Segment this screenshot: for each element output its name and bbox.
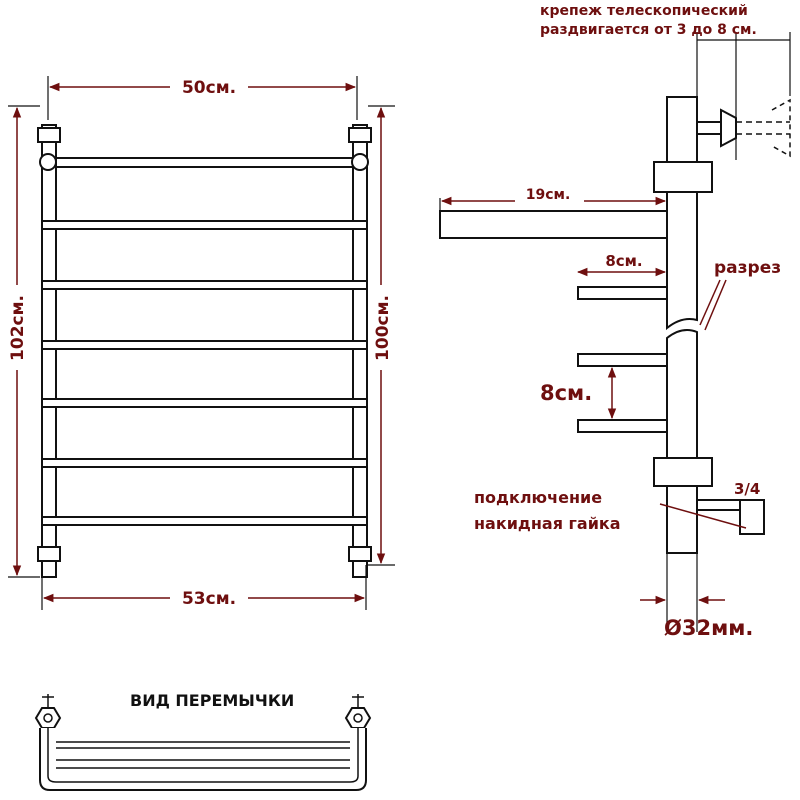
- rung: [41, 458, 368, 468]
- side-bar-8: [577, 353, 668, 367]
- rung: [41, 340, 368, 350]
- side-pipe-lower: [666, 329, 698, 554]
- mount-label-line2: раздвигается от 3 до 8 см.: [540, 22, 757, 38]
- side-bar-8: [577, 286, 668, 300]
- mount-nut: [720, 108, 737, 148]
- connection-label-line2: накидная гайка: [474, 514, 621, 533]
- left-bottom-bracket: [37, 546, 61, 562]
- right-pipe: [352, 124, 368, 578]
- front-view: 50см. 53см. 102см. 100см.: [8, 76, 395, 610]
- right-bridge-nut: [344, 707, 372, 729]
- top-crossbar: [55, 157, 354, 168]
- right-top-bracket: [348, 127, 372, 143]
- rung: [41, 516, 368, 526]
- left-joint: [39, 153, 57, 171]
- thread-label: 3/4: [734, 480, 760, 498]
- left-top-bracket: [37, 127, 61, 143]
- rung: [41, 280, 368, 290]
- spacing-8-label: 8см.: [540, 381, 592, 405]
- width-bottom-label: 53см.: [182, 589, 236, 609]
- side-bar-8: [577, 419, 668, 433]
- mount-label-line1: крепеж телескопический: [540, 3, 748, 19]
- width-top-label: 50см.: [182, 78, 236, 98]
- union-nut: [739, 499, 765, 535]
- left-pipe: [41, 124, 57, 578]
- bridge-view-label: ВИД ПЕРЕМЫЧКИ: [130, 691, 294, 710]
- cut-label: разрез: [714, 258, 781, 278]
- rung: [41, 220, 368, 230]
- right-joint: [351, 153, 369, 171]
- bridge-view: ВИД ПЕРЕМЫЧКИ: [34, 691, 372, 791]
- mount-rod: [696, 121, 722, 135]
- right-bottom-bracket: [348, 546, 372, 562]
- depth-19-label: 19см.: [526, 187, 571, 203]
- height-right-label: 100см.: [373, 295, 393, 361]
- left-bridge-nut: [34, 707, 62, 729]
- rung: [41, 398, 368, 408]
- side-bar-19: [439, 210, 668, 239]
- upper-clamp: [653, 161, 713, 193]
- side-view: крепеж телескопический раздвигается от 3…: [439, 3, 791, 640]
- lower-clamp: [653, 457, 713, 487]
- side-pipe-upper: [666, 96, 698, 331]
- height-left-label: 102см.: [8, 295, 28, 361]
- connection-pipe: [696, 499, 744, 511]
- bridge-body: [39, 728, 367, 791]
- depth-8-label: 8см.: [605, 252, 642, 270]
- connection-label-line1: подключение: [474, 488, 602, 507]
- diameter-label: Ø32мм.: [664, 616, 753, 640]
